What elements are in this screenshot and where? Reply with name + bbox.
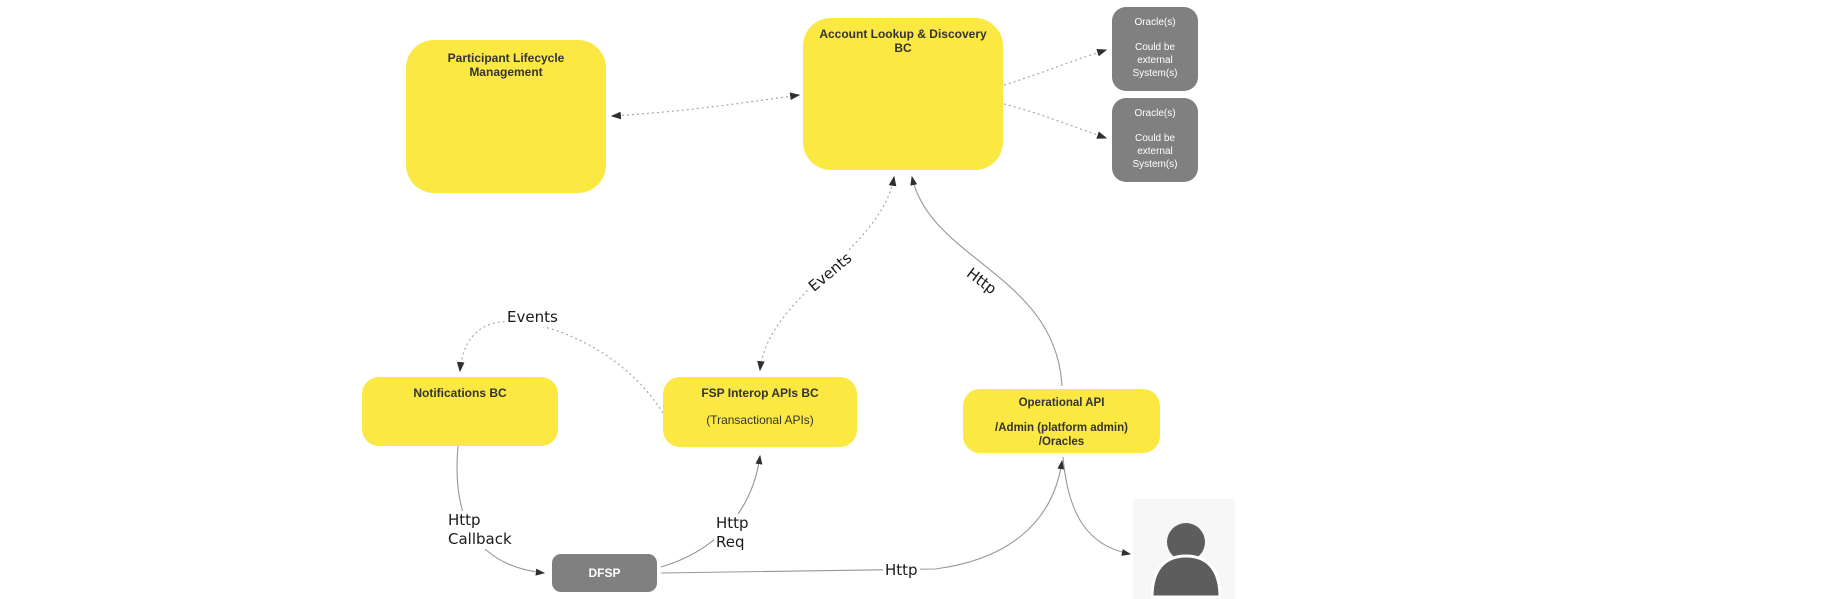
node-account-lookup-title: Account Lookup & Discovery BC [819,27,987,56]
label-http-req-line2: Req [716,533,745,551]
node-oracle-bottom-subtitle: Could be external System(s) [1132,133,1178,170]
node-dfsp-title: DFSP [588,566,621,580]
label-http-callback-line1: Http [448,511,481,529]
label-http-callback-line2: Callback [448,530,512,548]
edge-fsp-account-lookup-events [757,175,897,372]
edge-operational-account-lookup-http [910,175,1063,387]
edge-account-lookup-oracle-top [1003,49,1108,86]
label-http-dfsp-operational: Http [883,561,920,580]
edge-operational-person [1062,456,1132,556]
admin-user [1133,499,1235,599]
label-http-req-line1: Http [716,514,749,532]
edge-account-lookup-oracle-bottom [1003,103,1108,139]
node-fsp-interop-subtitle: (Transactional APIs) [706,413,814,428]
node-notifications: Notifications BC [362,377,558,446]
node-notifications-title: Notifications BC [413,386,507,400]
edge-dfsp-operational-http [660,459,1065,574]
label-events-notifications: Events [505,308,560,327]
node-participant-lifecycle-title: Participant Lifecycle Management [447,51,565,80]
edge-notifications-dfsp-http-callback [456,445,546,576]
node-oracle-bottom-title: Oracle(s) [1134,108,1176,119]
node-operational-api-line1: /Admin (platform admin) [995,421,1128,434]
node-operational-api: Operational API /Admin (platform admin) … [963,389,1160,453]
node-fsp-interop-title: FSP Interop APIs BC [701,386,819,400]
label-http-callback: Http Callback [446,511,514,549]
person-icon [1133,499,1235,599]
node-account-lookup: Account Lookup & Discovery BC [803,18,1003,170]
node-fsp-interop: FSP Interop APIs BC (Transactional APIs) [663,377,857,447]
node-operational-api-title: Operational API [1018,397,1105,409]
node-oracle-top-title: Oracle(s) [1134,17,1176,28]
edge-plm-account-lookup [610,92,801,120]
node-oracle-bottom: Oracle(s) Could be external System(s) [1112,98,1198,182]
label-http-req: Http Req [714,514,751,552]
node-operational-api-line2: /Oracles [1038,435,1085,448]
node-dfsp: DFSP [552,554,657,592]
node-oracle-top: Oracle(s) Could be external System(s) [1112,7,1198,91]
node-oracle-top-subtitle: Could be external System(s) [1132,42,1178,79]
node-participant-lifecycle: Participant Lifecycle Management [406,40,606,193]
